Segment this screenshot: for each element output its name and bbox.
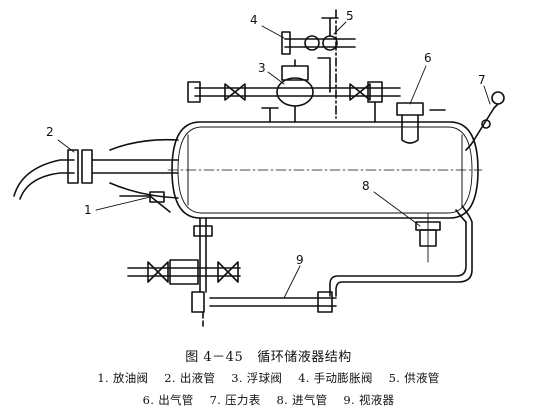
legend-item: 7. 压力表 (210, 393, 261, 407)
vessel-body (167, 121, 483, 219)
legend-item: 8. 进气管 (276, 393, 327, 407)
legend-item: 6. 出气管 (143, 393, 194, 407)
callout-1: 1 (84, 203, 92, 217)
figure-caption: 图 4－45 循环储液器结构 (0, 346, 537, 365)
legend-label: 视液器 (358, 393, 395, 407)
callout-leaders (57, 21, 491, 299)
legend-label: 出气管 (158, 393, 194, 407)
callout-2: 2 (46, 125, 54, 139)
legend-item: 1. 放油阀 (97, 371, 148, 385)
legend-number: 3. (231, 371, 243, 385)
sight-glass (191, 205, 473, 313)
reservoir-diagram: 1 2 3 4 5 6 7 8 9 (13, 9, 505, 327)
legend-label: 进气管 (292, 393, 328, 407)
float-valve (261, 59, 314, 123)
legend-line-2: 6. 出气管 7. 压力表 8. 进气管 9. 视液器 (0, 392, 537, 408)
callout-6: 6 (424, 51, 432, 65)
legend-number: 7. (209, 393, 222, 407)
legend-item: 4. 手动膨胀阀 (298, 371, 373, 385)
drain-piping (127, 217, 241, 327)
figure-number: 图 4－45 (185, 350, 244, 365)
legend-item: 9. 视液器 (343, 393, 394, 407)
callout-8: 8 (362, 179, 370, 193)
legend-label: 手动膨胀阀 (313, 371, 373, 385)
legend-label: 供液管 (404, 371, 440, 385)
legend-label: 出液管 (179, 371, 216, 385)
legend-number: 6. (142, 393, 155, 407)
gas-outlet-pipe (396, 102, 446, 144)
legend-number: 4. (298, 371, 310, 385)
callout-4: 4 (250, 13, 258, 27)
legend-label: 浮球阀 (246, 371, 283, 385)
legend-number: 8. (276, 393, 289, 407)
callout-3: 3 (258, 61, 266, 75)
legend-number: 1. (97, 371, 109, 385)
pressure-gauge (465, 91, 505, 151)
callout-5: 5 (346, 9, 354, 23)
legend-line-1: 1. 放油阀 2. 出液管 3. 浮球阀 4. 手动膨胀阀 5. 供液管 (0, 370, 537, 386)
liquid-outlet-pipe (13, 138, 179, 200)
top-header-pipe (187, 81, 401, 123)
legend-number: 5. (388, 371, 401, 385)
figure-title: 循环储液器结构 (257, 350, 352, 365)
legend-number: 2. (164, 371, 176, 385)
legend-item: 3. 浮球阀 (231, 371, 282, 385)
legend-number: 9. (343, 393, 355, 407)
liquid-supply-pipe (317, 9, 337, 119)
callout-9: 9 (296, 253, 304, 267)
gas-inlet-pipe (415, 212, 441, 263)
legend-item: 5. 供液管 (389, 371, 440, 385)
legend-label: 压力表 (225, 393, 261, 407)
callout-7: 7 (478, 73, 486, 87)
legend-label: 放油阀 (112, 371, 149, 385)
legend-item: 2. 出液管 (164, 371, 215, 385)
